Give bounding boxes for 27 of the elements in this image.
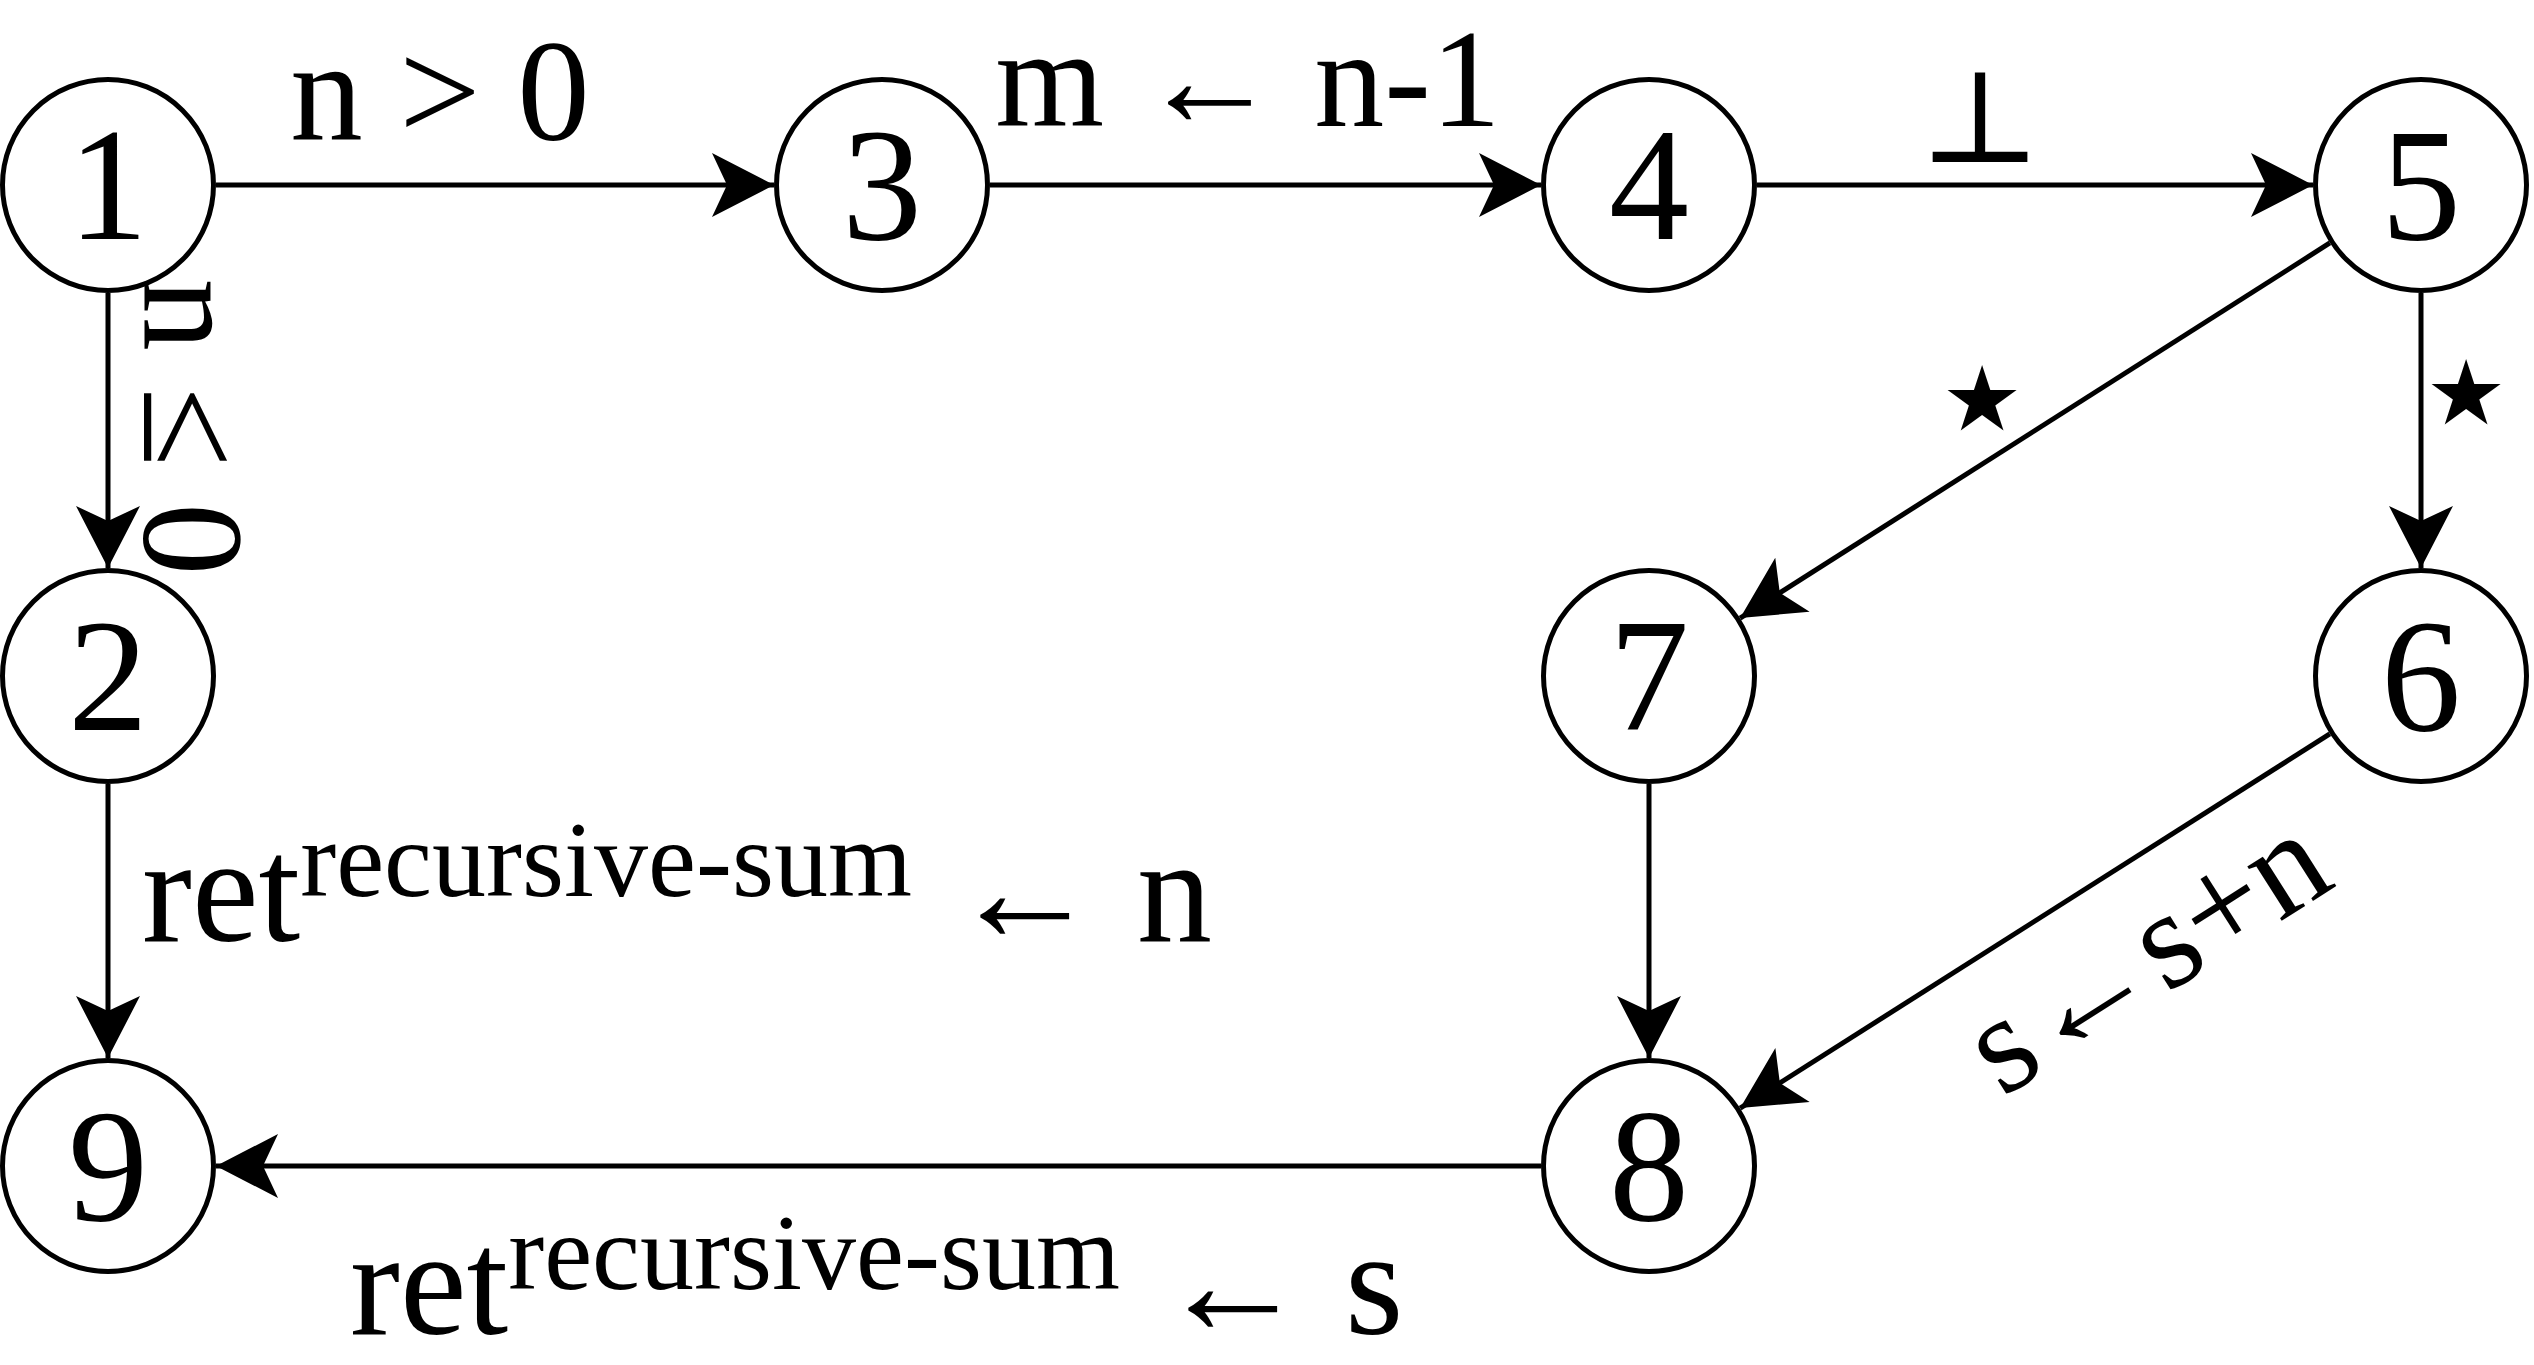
arrow [76, 784, 140, 1058]
state-label: 6 [2381, 596, 2461, 756]
arrow [1617, 784, 1681, 1058]
edge-label: n ≤ 0 [119, 278, 265, 576]
arrow [216, 153, 774, 217]
state-label: 3 [842, 105, 922, 265]
state-label: 5 [2381, 105, 2461, 265]
state-label: 1 [68, 105, 148, 265]
state-label: 9 [68, 1086, 148, 1246]
edge-label: n > 0 [290, 18, 590, 164]
state-label: 8 [1609, 1086, 1689, 1246]
state-label: 2 [68, 596, 148, 756]
edge-label: ret$^{recursive-sum}$ ← n [142, 815, 1212, 966]
edge-label: ★ [2425, 349, 2507, 439]
edge-label: ★ [1941, 355, 2023, 445]
edge-label: ⊥ [1918, 53, 2042, 184]
arrow [1738, 731, 2332, 1111]
arrow [76, 293, 140, 568]
arrow [216, 1134, 1541, 1198]
edge-label: m ← n-1 [995, 8, 1501, 149]
arrow [1757, 153, 2313, 217]
state-label: 4 [1609, 105, 1689, 265]
state-label: 7 [1609, 596, 1689, 756]
arrow [990, 153, 1541, 217]
arrow [2389, 293, 2453, 568]
edge-label: ret$^{recursive-sum}$ ← s [350, 1208, 1404, 1359]
arrow [1738, 240, 2332, 621]
